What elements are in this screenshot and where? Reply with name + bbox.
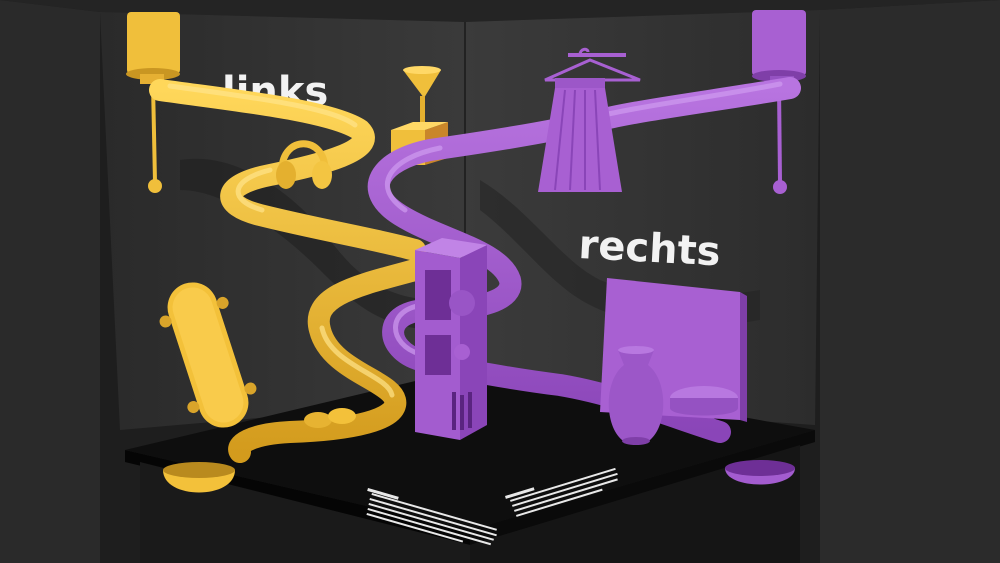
stool-icon xyxy=(670,386,738,416)
bowl-icon xyxy=(725,460,795,485)
outer-wall-right xyxy=(820,0,1000,563)
yellow-tube-highlight xyxy=(167,83,395,398)
vase-icon xyxy=(608,346,664,445)
pendulum-icon xyxy=(773,85,787,194)
platform-text-right xyxy=(505,467,618,517)
skateboard-icon xyxy=(159,282,257,428)
platform-under-right xyxy=(470,445,800,563)
pendulum-icon xyxy=(148,83,162,193)
funnel-icon xyxy=(403,66,441,128)
headphones-icon xyxy=(276,140,332,189)
shoes-icon xyxy=(304,408,356,428)
platform-text-left xyxy=(366,488,497,546)
right-wall-label: rechts xyxy=(577,222,721,275)
purple-tube-highlight xyxy=(384,81,783,357)
platform-side-right xyxy=(470,430,815,545)
ceiling xyxy=(0,0,1000,22)
cup-icon xyxy=(126,12,180,84)
shelf-icon xyxy=(415,238,487,440)
bowl-icon xyxy=(163,462,235,493)
cup-icon xyxy=(752,10,806,86)
hanger-skirt-icon xyxy=(538,47,641,192)
outer-wall-left xyxy=(0,0,100,563)
